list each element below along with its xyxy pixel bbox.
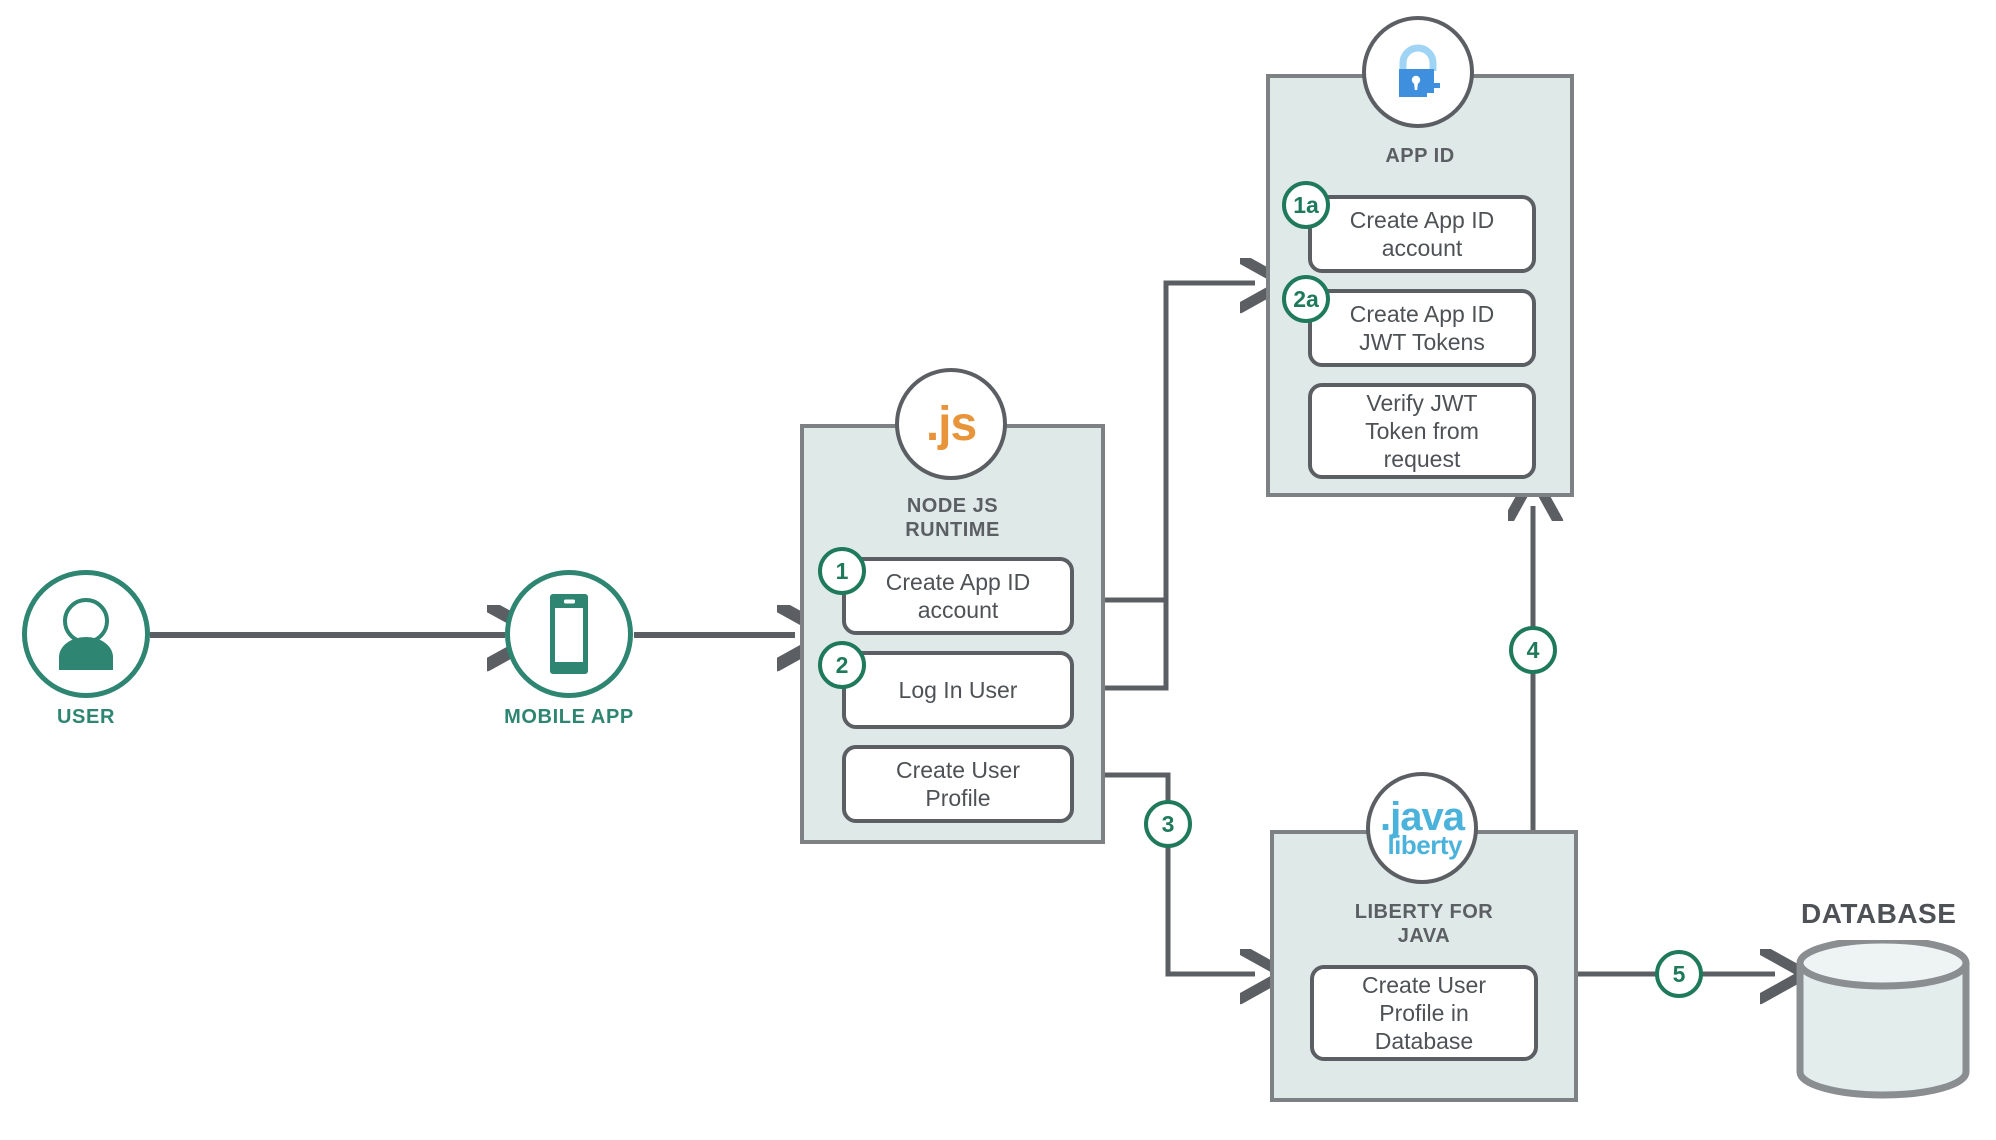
node-js-logo-circle: .js: [895, 368, 1007, 480]
java-logo-line1: .java: [1380, 794, 1465, 839]
node-js-runtime-title-line1: NODE JS: [906, 495, 999, 517]
node-js-box3-line2: Profile: [925, 785, 991, 811]
java-liberty-logo: .java liberty: [1380, 794, 1465, 860]
node-js-box1-line2: account: [917, 597, 999, 623]
step-badge-4[interactable]: 4: [1509, 626, 1557, 674]
node-js-box1-line1: Create App ID: [885, 569, 1031, 595]
liberty-box1-line1: Create User: [1362, 972, 1486, 998]
step-badge-1a[interactable]: 1a: [1282, 181, 1330, 229]
actor-user[interactable]: [22, 570, 150, 698]
database-cylinder-icon[interactable]: [1793, 940, 1973, 1100]
app-id-box1-line2: account: [1381, 235, 1463, 261]
liberty-box1-line2: Profile in: [1379, 1000, 1469, 1026]
app-id-create-account-box[interactable]: Create App ID account: [1308, 195, 1536, 273]
step-badge-1[interactable]: 1: [818, 547, 866, 595]
lock-icon: [1399, 44, 1440, 97]
actor-mobile-app-label: MOBILE APP: [504, 706, 634, 728]
node-js-box3-line1: Create User: [896, 757, 1020, 783]
app-id-box2-line1: Create App ID: [1349, 301, 1495, 327]
app-id-box3-line2: Token from: [1365, 418, 1479, 444]
actor-mobile-app[interactable]: [505, 570, 633, 698]
liberty-title-line1: LIBERTY FOR: [1354, 901, 1494, 923]
node-js-box2-line1: Log In User: [898, 677, 1018, 703]
database-label: DATABASE: [1801, 898, 1957, 929]
app-id-box3-line3: request: [1383, 446, 1461, 472]
node-js-runtime-title-line2: RUNTIME: [905, 519, 1000, 541]
node-js-create-user-profile-box[interactable]: Create User Profile: [842, 745, 1074, 823]
app-id-create-jwt-tokens-box[interactable]: Create App ID JWT Tokens: [1308, 289, 1536, 367]
step-badge-2[interactable]: 2: [818, 641, 866, 689]
node-js-create-app-id-account-box[interactable]: Create App ID account: [842, 557, 1074, 635]
app-id-verify-jwt-token-box[interactable]: Verify JWT Token from request: [1308, 383, 1536, 479]
actor-user-label: USER: [57, 706, 115, 728]
app-id-title-line1: APP ID: [1385, 145, 1455, 167]
liberty-for-java-title: LIBERTY FOR JAVA: [1270, 900, 1578, 948]
liberty-title-line2: JAVA: [1397, 925, 1451, 947]
js-logo-text: .js: [925, 397, 977, 451]
liberty-box1-line3: Database: [1374, 1028, 1474, 1054]
liberty-create-user-profile-db-box[interactable]: Create User Profile in Database: [1310, 965, 1538, 1061]
app-id-title: APP ID: [1266, 144, 1574, 168]
app-id-box2-line2: JWT Tokens: [1359, 329, 1485, 355]
step-badge-2a[interactable]: 2a: [1282, 275, 1330, 323]
java-logo-line2: liberty: [1387, 829, 1462, 860]
node-js-runtime-title: NODE JS RUNTIME: [800, 494, 1105, 542]
mobile-phone-icon: [550, 594, 588, 674]
liberty-for-java-logo-circle: .java liberty: [1366, 772, 1478, 884]
app-id-box1-line1: Create App ID: [1349, 207, 1495, 233]
app-id-box3-line1: Verify JWT: [1366, 390, 1478, 416]
node-js-log-in-user-box[interactable]: Log In User: [842, 651, 1074, 729]
user-icon: [59, 598, 113, 670]
step-badge-5[interactable]: 5: [1655, 950, 1703, 998]
step-badge-3[interactable]: 3: [1144, 800, 1192, 848]
app-id-logo-circle: [1362, 16, 1474, 128]
